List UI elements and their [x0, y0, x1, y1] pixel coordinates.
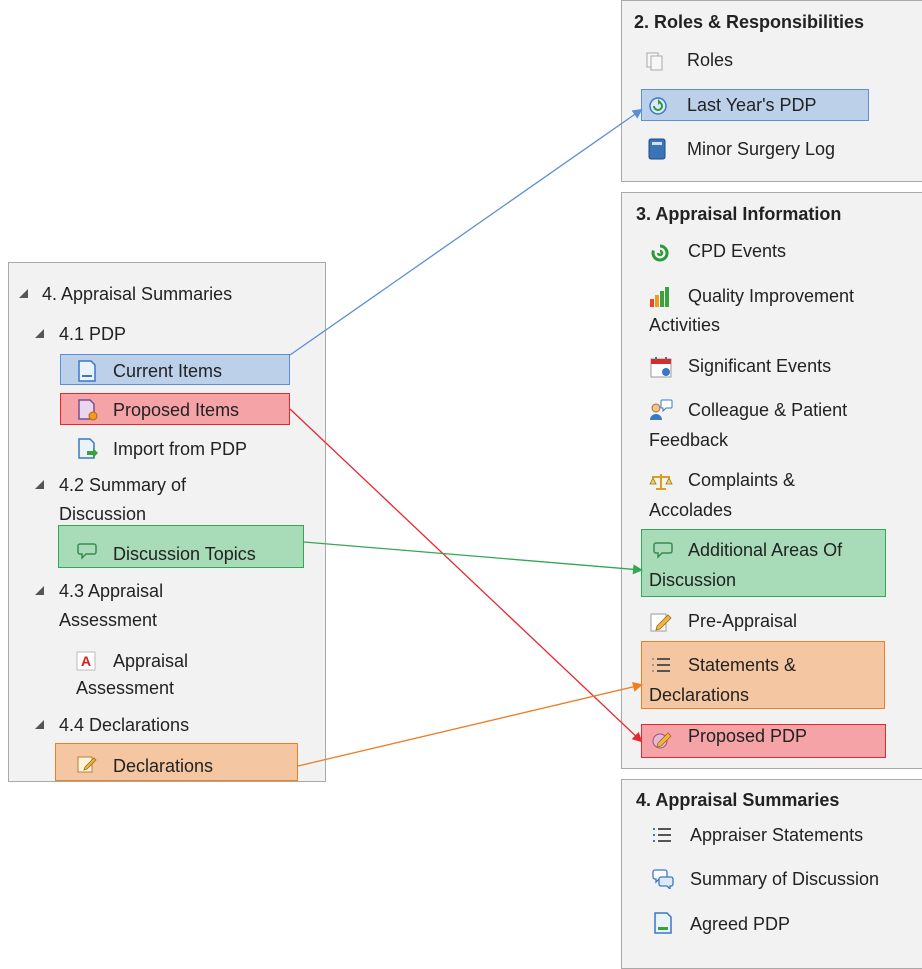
left-tree-panel [8, 262, 326, 782]
menu-item-statements-line1[interactable]: Statements & [688, 655, 797, 675]
proposed-pdp-highlight[interactable] [641, 724, 886, 758]
log-book-icon [648, 138, 666, 160]
feedback-person-icon [650, 399, 673, 420]
summaries-panel-title: 4. Appraisal Summaries [636, 790, 840, 810]
menu-item-feedback-line2[interactable]: Feedback [649, 430, 729, 450]
menu-item-summary-of-discussion[interactable]: Summary of Discussion [690, 869, 880, 889]
cpd-cycle-icon [651, 244, 669, 262]
menu-item-proposed-pdp[interactable]: Proposed PDP [688, 726, 808, 746]
statements-declarations-highlight[interactable] [641, 641, 885, 709]
tree-node-appraisal-assessment-line1[interactable]: 4.3 Appraisal [59, 581, 164, 601]
tree-item-appraisal-assessment-line1[interactable]: Appraisal [113, 651, 189, 671]
calendar-icon [650, 357, 672, 378]
menu-item-roles[interactable]: Roles [687, 50, 734, 70]
menu-item-minor-surgery-log[interactable]: Minor Surgery Log [687, 139, 836, 159]
assessment-a-icon: A [76, 651, 96, 671]
pencil-paper-icon [650, 613, 672, 632]
menu-item-agreed-pdp[interactable]: Agreed PDP [690, 914, 791, 934]
tree-node-appraisal-assessment-line2[interactable]: Assessment [59, 610, 158, 630]
tree-node-summary-of-discussion-line1[interactable]: 4.2 Summary of [59, 475, 187, 495]
svg-text:A: A [81, 653, 91, 669]
list-icon [653, 828, 671, 842]
tree-node-appraisal-summaries[interactable]: 4. Appraisal Summaries [42, 284, 233, 304]
menu-item-pre-appraisal[interactable]: Pre-Appraisal [688, 611, 798, 631]
roles-documents-icon [646, 52, 663, 71]
list-icon [652, 658, 670, 672]
expand-triangle-icon[interactable] [19, 289, 28, 298]
menu-item-cpd-events[interactable]: CPD Events [688, 241, 787, 261]
menu-item-complaints-line2[interactable]: Accolades [649, 500, 733, 520]
menu-item-quality-improvement-line2[interactable]: Activities [649, 315, 721, 335]
expand-triangle-icon[interactable] [35, 720, 44, 729]
menu-item-complaints-line1[interactable]: Complaints & [688, 470, 796, 490]
roles-panel-title: 2. Roles & Responsibilities [634, 12, 865, 32]
last-years-pdp-highlight[interactable] [641, 89, 869, 121]
menu-item-appraiser-statements[interactable]: Appraiser Statements [690, 825, 864, 845]
speech-bubble-icon [653, 542, 673, 559]
arrow-discussion-topics-to-additional-areas [303, 541, 643, 575]
menu-item-additional-areas-line2[interactable]: Discussion [649, 570, 737, 590]
appraisal-summaries-panel [621, 779, 922, 969]
menu-item-last-years-pdp[interactable]: Last Year's PDP [687, 95, 817, 115]
tree-item-proposed-items[interactable]: Proposed Items [113, 400, 240, 420]
additional-areas-highlight[interactable] [641, 529, 886, 597]
tree-item-current-items[interactable]: Current Items [113, 361, 223, 381]
expand-triangle-icon[interactable] [35, 480, 44, 489]
menu-item-statements-line2[interactable]: Declarations [649, 685, 750, 705]
scales-icon [649, 474, 673, 490]
menu-item-feedback-line1[interactable]: Colleague & Patient [688, 400, 848, 420]
menu-item-additional-areas-line1[interactable]: Additional Areas Of [688, 540, 843, 560]
speech-bubble-icon [77, 543, 97, 560]
current-items-highlight[interactable] [60, 354, 290, 385]
arrow-proposed-items-to-proposed-pdp [289, 408, 643, 743]
menu-item-significant-events[interactable]: Significant Events [688, 356, 832, 376]
tree-item-discussion-topics[interactable]: Discussion Topics [113, 544, 256, 564]
expand-triangle-icon[interactable] [35, 586, 44, 595]
tree-item-import-from-pdp[interactable]: Import from PDP [113, 439, 248, 459]
declaration-pen-icon [77, 756, 97, 773]
agreed-document-icon [654, 912, 672, 934]
discussion-bubbles-icon [652, 869, 674, 889]
tree-item-appraisal-assessment-line2[interactable]: Assessment [76, 678, 175, 698]
expand-triangle-icon[interactable] [35, 329, 44, 338]
discussion-topics-highlight[interactable] [58, 525, 304, 568]
declarations-highlight[interactable] [55, 743, 298, 781]
proposed-pdp-edit-icon [652, 732, 672, 749]
bar-chart-icon [650, 287, 669, 307]
arrow-current-items-to-last-years-pdp [289, 108, 643, 356]
tree-node-pdp[interactable]: 4.1 PDP [59, 324, 127, 344]
tree-node-declarations[interactable]: 4.4 Declarations [59, 715, 190, 735]
document-icon [78, 360, 96, 382]
tree-node-summary-of-discussion-line2[interactable]: Discussion [59, 504, 147, 524]
tree-item-declarations[interactable]: Declarations [113, 756, 214, 776]
arrow-declarations-to-statements [297, 681, 643, 767]
proposed-document-icon [78, 399, 98, 421]
menu-item-quality-improvement-line1[interactable]: Quality Improvement [688, 286, 855, 306]
appraisal-info-panel-title: 3. Appraisal Information [636, 204, 842, 224]
history-refresh-icon [649, 97, 667, 115]
proposed-items-highlight[interactable] [60, 393, 290, 425]
import-icon [78, 438, 98, 459]
